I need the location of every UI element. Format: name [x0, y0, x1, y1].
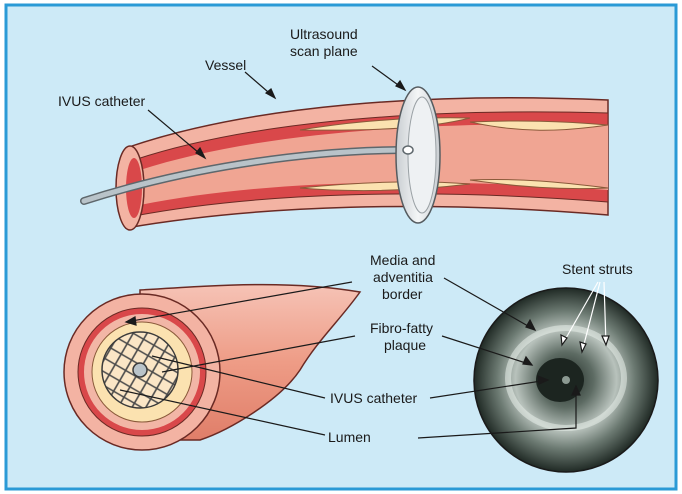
ivus-center: [562, 376, 570, 384]
label-media-1: Media and: [370, 252, 435, 268]
label-media-3: border: [382, 286, 423, 302]
scan-plane-inner: [408, 97, 436, 213]
label-ivus-catheter-bottom: IVUS catheter: [330, 390, 417, 406]
label-ultrasound-2: scan plane: [290, 43, 358, 59]
catheter-tip: [403, 146, 413, 154]
ivus-image: [474, 288, 658, 472]
label-fibro-2: plaque: [384, 337, 426, 353]
label-lumen: Lumen: [328, 429, 371, 445]
label-media-2: adventitia: [373, 269, 433, 285]
label-fibro-1: Fibro-fatty: [370, 320, 433, 336]
label-vessel: Vessel: [205, 57, 246, 73]
cross-catheter: [133, 363, 147, 377]
label-ivus-catheter-top: IVUS catheter: [58, 93, 145, 109]
label-stent-struts: Stent struts: [562, 261, 633, 277]
label-ultrasound-1: Ultrasound: [290, 26, 358, 42]
